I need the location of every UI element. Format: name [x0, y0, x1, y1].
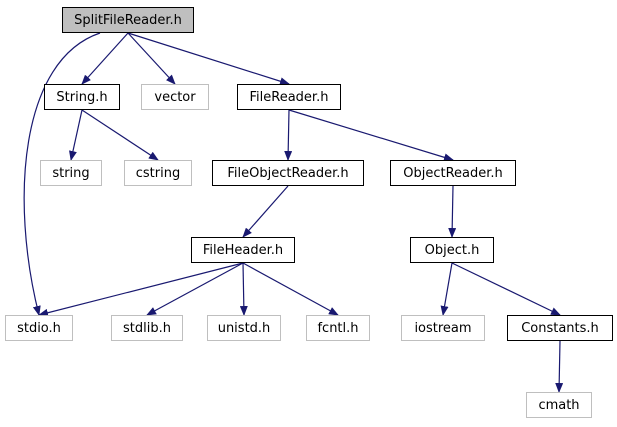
node-label-cmath: cmath	[538, 397, 580, 413]
edge-string-h-to-cstring	[81, 109, 159, 161]
node-string-h[interactable]: String.h	[44, 84, 120, 110]
node-label-iostream: iostream	[414, 320, 472, 336]
edge-splitfilereader-to-vector	[127, 32, 176, 85]
edge-splitfilereader-to-string-h	[81, 32, 129, 85]
edge-filereader-to-fileobjectreader	[284, 109, 293, 161]
node-label-vector: vector	[154, 89, 196, 105]
edge-objectreader-to-object	[448, 185, 457, 238]
node-label-string-h: String.h	[56, 89, 108, 105]
node-label-cstring: cstring	[135, 165, 181, 181]
node-cmath: cmath	[526, 392, 592, 418]
node-label-fileobjectreader: FileObjectReader.h	[227, 165, 349, 181]
edge-object-to-iostream	[440, 262, 453, 316]
node-label-stdio: stdio.h	[17, 320, 61, 336]
node-string: string	[40, 160, 102, 186]
edge-splitfilereader-to-filereader	[127, 32, 290, 86]
node-label-string: string	[52, 165, 90, 181]
node-label-stdlib: stdlib.h	[123, 320, 171, 336]
edge-fileheader-to-stdio	[38, 262, 244, 317]
node-label-constants: Constants.h	[521, 320, 599, 336]
node-label-unistd: unistd.h	[217, 320, 271, 336]
node-stdio: stdio.h	[5, 315, 73, 341]
edge-object-to-constants	[451, 262, 561, 316]
edge-constants-to-cmath	[555, 340, 564, 393]
edge-fileheader-to-stdlib	[146, 262, 244, 316]
node-cstring: cstring	[124, 160, 192, 186]
node-label-fileheader: FileHeader.h	[202, 242, 284, 258]
edge-fileobjectreader-to-fileheader	[242, 185, 289, 238]
node-fcntl: fcntl.h	[306, 315, 370, 341]
edge-fileheader-to-fcntl	[242, 262, 339, 316]
edge-fileheader-to-unistd	[239, 262, 248, 316]
node-iostream: iostream	[401, 315, 485, 341]
node-label-objectreader: ObjectReader.h	[403, 165, 503, 181]
node-label-object: Object.h	[424, 242, 480, 258]
node-stdlib: stdlib.h	[111, 315, 183, 341]
node-label-fcntl: fcntl.h	[317, 320, 359, 336]
edge-string-h-to-string	[69, 109, 83, 161]
node-label-splitfilereader: SplitFileReader.h	[74, 12, 182, 28]
node-fileheader[interactable]: FileHeader.h	[191, 237, 295, 263]
edge-splitfilereader-to-stdio	[23, 32, 101, 316]
node-filereader[interactable]: FileReader.h	[237, 84, 341, 110]
node-fileobjectreader[interactable]: FileObjectReader.h	[212, 160, 364, 186]
node-vector: vector	[141, 84, 209, 110]
edge-filereader-to-objectreader	[288, 109, 454, 162]
node-objectreader[interactable]: ObjectReader.h	[390, 160, 516, 186]
node-label-filereader: FileReader.h	[249, 89, 329, 105]
node-unistd: unistd.h	[207, 315, 281, 341]
node-constants[interactable]: Constants.h	[507, 315, 613, 341]
node-splitfilereader[interactable]: SplitFileReader.h	[62, 7, 194, 33]
node-object[interactable]: Object.h	[410, 237, 494, 263]
